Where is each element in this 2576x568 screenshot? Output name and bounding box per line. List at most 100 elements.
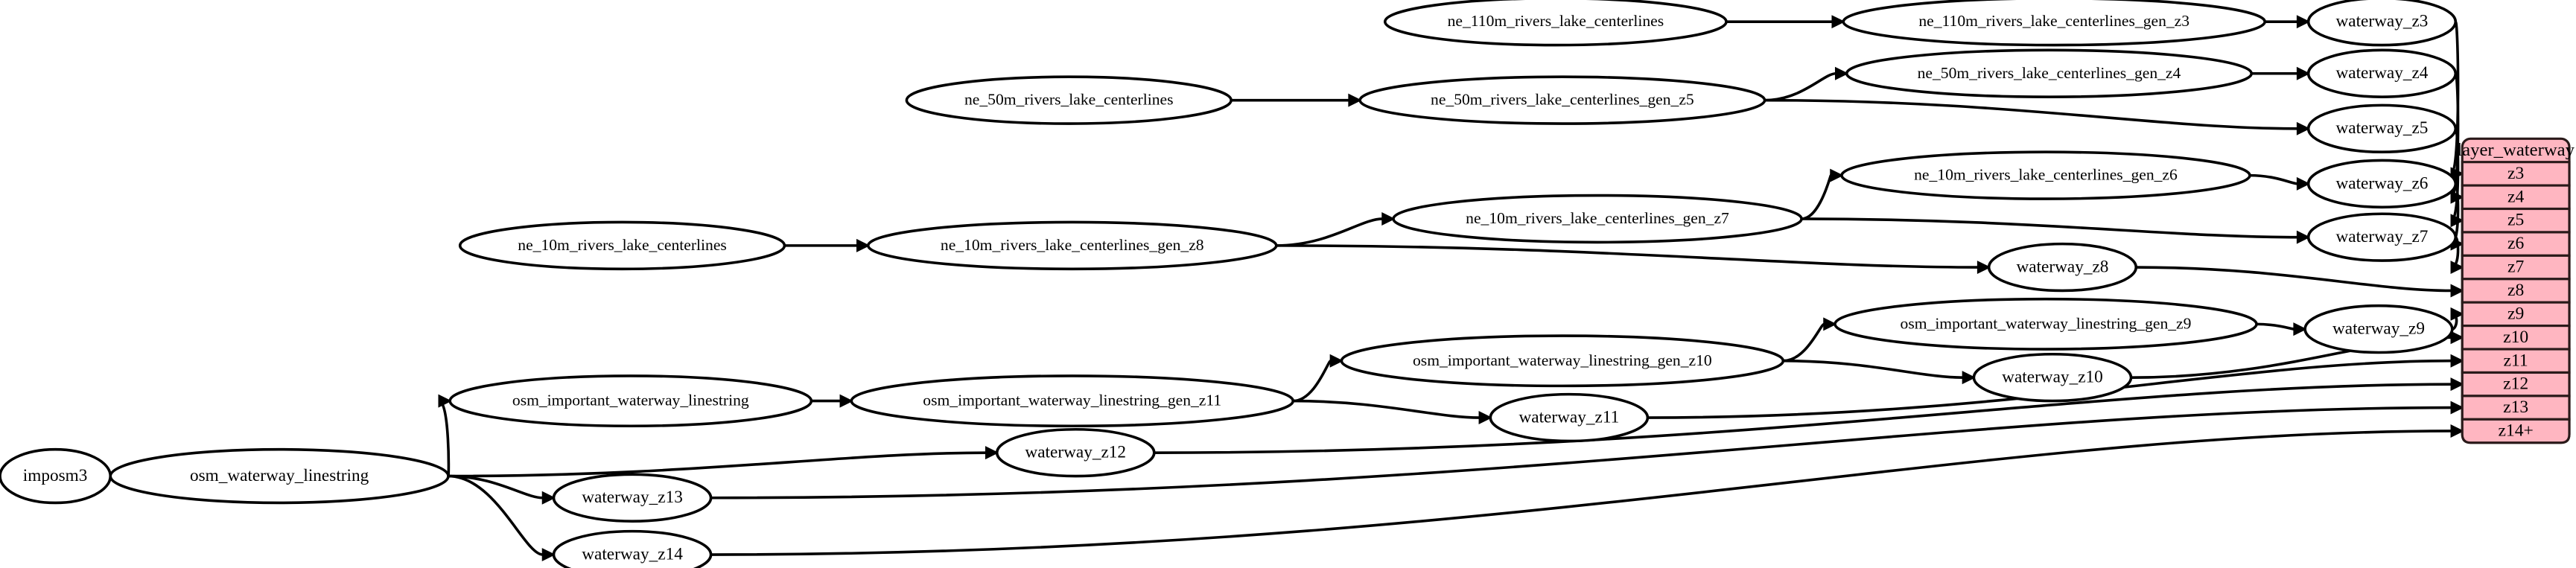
node-ellipse [2306, 103, 2458, 154]
layer-table-row-label: z5 [2507, 211, 2524, 230]
layer-table-row-z7[interactable]: z7 [2461, 254, 2571, 281]
graph-edge [1764, 66, 1849, 102]
edge-arrowhead [2450, 261, 2464, 275]
edge-arrowhead [2296, 66, 2311, 80]
graph-edge [1783, 317, 1837, 363]
edge-arrowhead [2450, 307, 2464, 321]
graph-node-waterway_z3[interactable]: waterway_z3 [2306, 0, 2458, 47]
graph-node-waterway_z8[interactable]: waterway_z8 [1987, 242, 2138, 293]
graph-edge [1801, 217, 2311, 244]
node-ellipse [1392, 194, 1803, 244]
node-ellipse [2306, 212, 2458, 262]
graph-node-osm_waterway_linestring[interactable]: osm_waterway_linestring [109, 447, 450, 505]
graph-node-waterway_z9[interactable]: waterway_z9 [2303, 304, 2454, 354]
graph-edge [448, 474, 556, 562]
graph-edge [1764, 98, 2311, 135]
graph-node-osm_important_waterway_linestring_gen_z9[interactable]: osm_important_waterway_linestring_gen_z9 [1834, 297, 2258, 351]
graph-node-waterway_z6[interactable]: waterway_z6 [2306, 159, 2458, 209]
layer-table-row-z8[interactable]: z8 [2461, 278, 2571, 304]
layer-table-row-label: z3 [2507, 164, 2524, 183]
layer-table-row-z3[interactable]: z3 [2461, 161, 2571, 187]
graph-node-ne_110m_rivers_lake_centerlines_gen_z3[interactable]: ne_110m_rivers_lake_centerlines_gen_z3 [1842, 0, 2266, 47]
layer-table-row-z9[interactable]: z9 [2461, 301, 2571, 328]
node-ellipse [1340, 334, 1785, 388]
graph-node-waterway_z5[interactable]: waterway_z5 [2306, 103, 2458, 154]
nodes-layer: imposm3 osm_waterway_linestring ne_110m_ri… [0, 0, 2458, 568]
graph-node-waterway_z13[interactable]: waterway_z13 [552, 473, 713, 523]
graph-edge [1293, 399, 1492, 425]
edge-arrowhead [856, 238, 871, 252]
graph-edge [1276, 244, 1991, 275]
node-ellipse [448, 374, 813, 428]
graph-node-waterway_z10[interactable]: waterway_z10 [1972, 352, 2133, 403]
edge-arrowhead [1962, 371, 1976, 385]
graph-node-ne_50m_rivers_lake_centerlines_gen_z4[interactable]: ne_50m_rivers_lake_centerlines_gen_z4 [1845, 48, 2254, 98]
graph-node-ne_10m_rivers_lake_centerlines_gen_z7[interactable]: ne_10m_rivers_lake_centerlines_gen_z7 [1392, 194, 1803, 244]
node-label: waterway_z9 [2332, 319, 2425, 339]
graph-node-ne_10m_rivers_lake_centerlines[interactable]: ne_10m_rivers_lake_centerlines [458, 220, 786, 271]
edge-arrowhead [2296, 176, 2311, 191]
edge-arrowhead [1348, 93, 1362, 107]
graph-node-ne_50m_rivers_lake_centerlines_gen_z5[interactable]: ne_50m_rivers_lake_centerlines_gen_z5 [1358, 75, 1766, 125]
layer-table-row-label: z10 [2503, 328, 2528, 347]
node-label: waterway_z13 [582, 488, 683, 507]
graph-node-ne_10m_rivers_lake_centerlines_gen_z6[interactable]: ne_10m_rivers_lake_centerlines_gen_z6 [1840, 150, 2251, 200]
node-label: osm_important_waterway_linestring_gen_z1… [1413, 351, 1712, 369]
node-label: osm_important_waterway_linestring_gen_z1… [923, 392, 1221, 409]
node-ellipse [1987, 242, 2138, 293]
graph-node-waterway_z12[interactable]: waterway_z12 [995, 427, 1156, 478]
graph-node-waterway_z7[interactable]: waterway_z7 [2306, 212, 2458, 262]
node-label: ne_110m_rivers_lake_centerlines [1448, 12, 1664, 30]
edge-arrowhead [2450, 401, 2464, 415]
layer-table-row-z4[interactable]: z4 [2461, 184, 2571, 211]
graph-node-ne_10m_rivers_lake_centerlines_gen_z8[interactable]: ne_10m_rivers_lake_centerlines_gen_z8 [866, 220, 1278, 271]
edge-arrowhead [985, 446, 999, 460]
graph-edge [448, 446, 999, 478]
node-ellipse [866, 220, 1278, 271]
node-ellipse [458, 220, 786, 271]
graph-node-osm_important_waterway_linestring_gen_z11[interactable]: osm_important_waterway_linestring_gen_z1… [850, 374, 1295, 428]
layer-table-row-label: z7 [2507, 258, 2524, 277]
layer-table-title: layer_waterway [2457, 140, 2575, 160]
node-ellipse [2306, 0, 2458, 47]
node-label: osm_important_waterway_linestring [512, 392, 749, 409]
graph-node-osm_important_waterway_linestring[interactable]: osm_important_waterway_linestring [448, 374, 813, 428]
node-ellipse [552, 529, 713, 568]
graph-node-osm_important_waterway_linestring_gen_z10[interactable]: osm_important_waterway_linestring_gen_z1… [1340, 334, 1785, 388]
layer-table-row-label: z13 [2503, 398, 2528, 417]
edge-arrowhead [1831, 15, 1845, 29]
graph-node-waterway_z11[interactable]: waterway_z11 [1489, 392, 1650, 443]
node-label: osm_waterway_linestring [190, 466, 369, 485]
edge-arrowhead [438, 394, 452, 408]
layer-table-row-z14plus[interactable]: z14+ [2461, 418, 2571, 444]
edge-arrowhead [2450, 284, 2464, 298]
node-ellipse [1358, 75, 1766, 125]
graph-node-imposm3[interactable]: imposm3 [0, 447, 112, 505]
layer-table-row-label: z8 [2507, 281, 2524, 300]
layer-table-row-z10[interactable]: z10 [2461, 325, 2571, 351]
graph-edge [2251, 66, 2311, 80]
graph-node-ne_110m_rivers_lake_centerlines[interactable]: ne_110m_rivers_lake_centerlines [1384, 0, 1728, 47]
graph-edge [1231, 93, 1362, 107]
graph-node-waterway_z4[interactable]: waterway_z4 [2306, 48, 2458, 98]
layer-table-row-z13[interactable]: z13 [2461, 395, 2571, 421]
layer-table-row-z11[interactable]: z11 [2461, 348, 2571, 374]
graph-edge [811, 394, 853, 408]
graph-node-waterway_z14[interactable]: waterway_z14 [552, 529, 713, 568]
layer-table-row-z12[interactable]: z12 [2461, 371, 2571, 398]
edge-arrowhead [2450, 424, 2464, 438]
node-label: ne_10m_rivers_lake_centerlines [518, 236, 727, 254]
node-ellipse [1972, 352, 2133, 403]
node-ellipse [1842, 0, 2266, 47]
layer-table-row-z6[interactable]: z6 [2461, 231, 2571, 257]
layer-table-row-z5[interactable]: z5 [2461, 207, 2571, 234]
graph-edge [710, 424, 2464, 556]
node-ellipse [1840, 150, 2251, 200]
node-label: osm_important_waterway_linestring_gen_z9 [1901, 314, 2192, 332]
edge-arrowhead [2296, 15, 2311, 29]
edge-arrowhead [839, 394, 853, 408]
graph-node-ne_50m_rivers_lake_centerlines[interactable]: ne_50m_rivers_lake_centerlines [905, 75, 1233, 125]
graph-edge [1783, 359, 1976, 385]
